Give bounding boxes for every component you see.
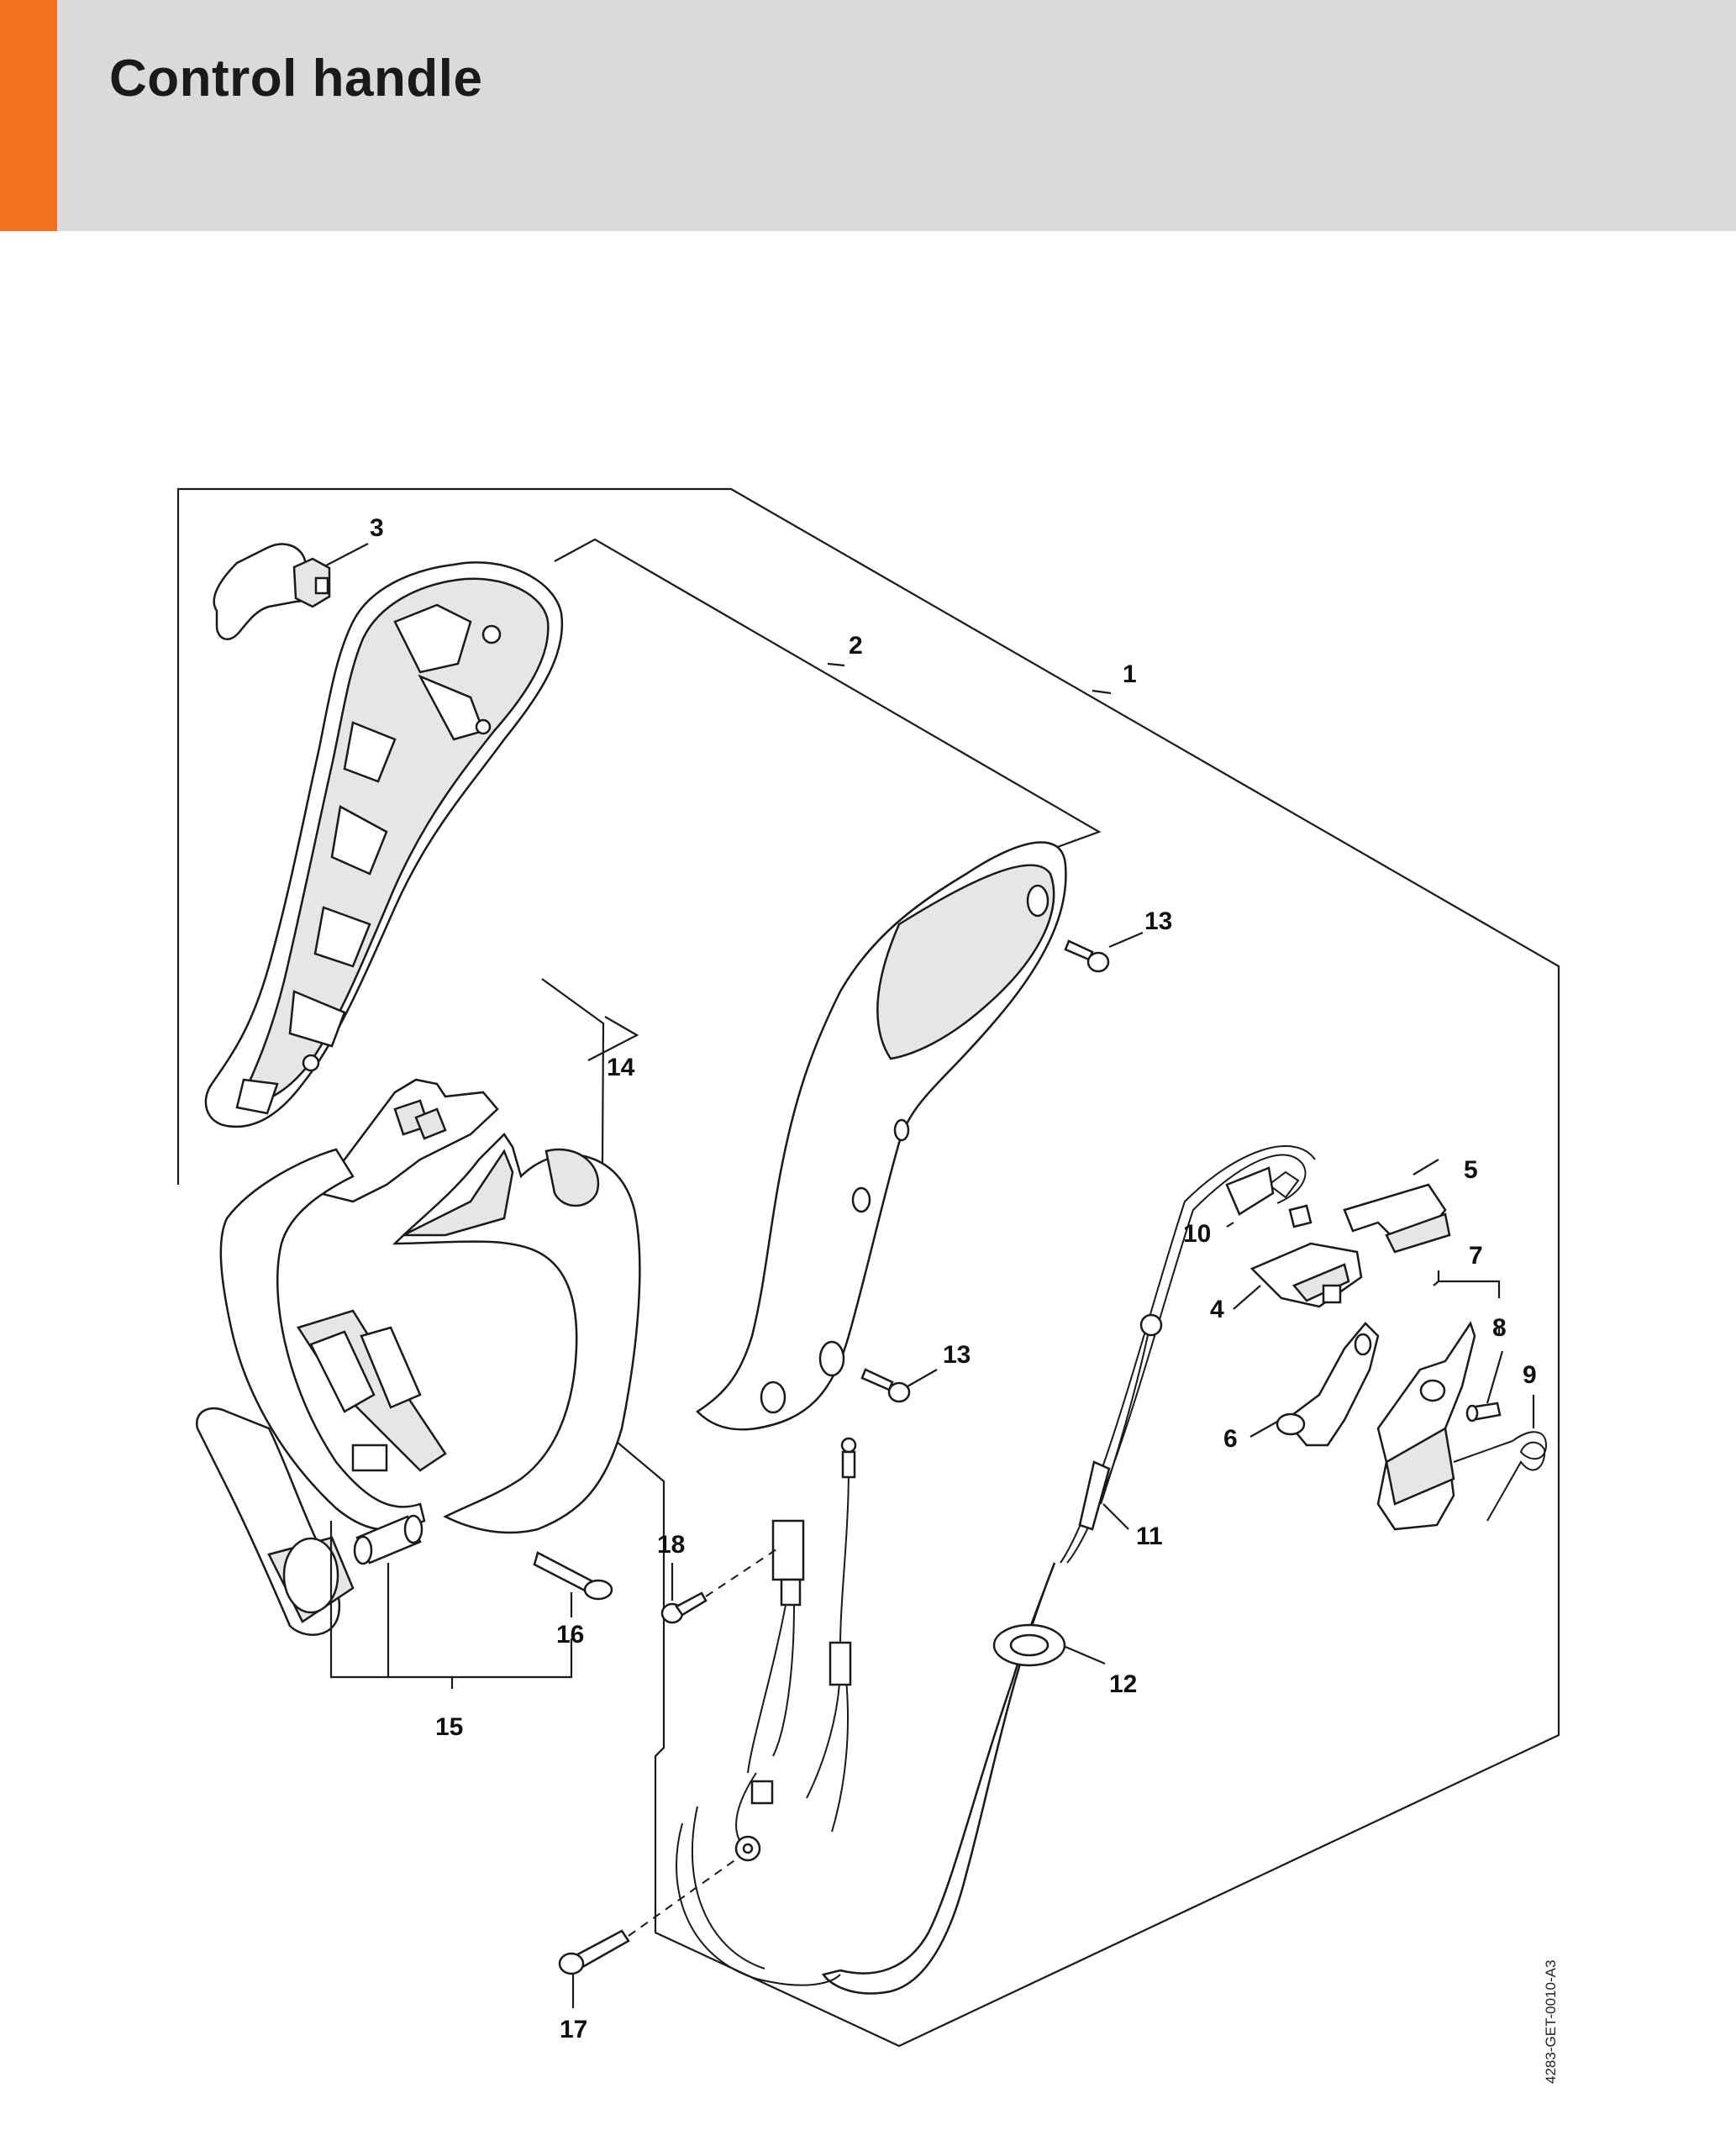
callout-1: 1	[1123, 660, 1137, 688]
part-18-screw	[660, 1591, 708, 1624]
part-15-trigger	[195, 1407, 355, 1636]
part-2-handle-shell-right	[696, 841, 1067, 1431]
callout-14: 14	[607, 1054, 635, 1081]
part-7-trigger	[1376, 1321, 1476, 1531]
document-id: 4283-GET-0010-A3	[1543, 1959, 1559, 2084]
assembly-frame-2	[554, 538, 1102, 863]
assembly-line-17	[628, 1856, 740, 1937]
assembly-line-18	[705, 1545, 782, 1597]
callout-6: 6	[1223, 1425, 1238, 1453]
part-4-switch	[1249, 1242, 1363, 1308]
callout-7: 7	[1469, 1242, 1483, 1270]
callout-17: 17	[560, 2016, 587, 2043]
part-cable-plug	[829, 1437, 857, 1686]
part-ring-terminal	[734, 1780, 774, 1862]
callout-2: 2	[849, 632, 863, 660]
part-3-lever	[213, 543, 331, 641]
part-1-handle-shell-left	[204, 561, 564, 1128]
part-13-screw-upper	[1064, 939, 1110, 973]
callout-8: 8	[1492, 1314, 1507, 1342]
callout-13-lower: 13	[943, 1341, 971, 1369]
part-15-housing	[219, 1148, 447, 1531]
part-9-spring	[1453, 1431, 1548, 1522]
part-15-sleeve	[353, 1514, 423, 1565]
callout-5: 5	[1464, 1156, 1478, 1184]
part-6-lever	[1276, 1322, 1380, 1447]
part-14-lock-lever	[317, 1078, 499, 1203]
callout-9: 9	[1523, 1361, 1537, 1389]
header-band: Control handle	[0, 0, 1736, 231]
callout-16: 16	[556, 1621, 584, 1649]
accent-bar	[0, 0, 57, 231]
bowden-cable	[676, 1806, 841, 1986]
part-17-screw	[558, 1929, 630, 1975]
part-16-screw	[533, 1551, 613, 1601]
part-switch-connector	[771, 1519, 805, 1607]
callout-12: 12	[1109, 1670, 1137, 1698]
callout-3: 3	[370, 514, 384, 542]
part-8-pin	[1465, 1402, 1502, 1423]
part-14-cover	[392, 1133, 641, 1534]
part-13-screw-lower	[860, 1368, 911, 1403]
page-title: Control handle	[109, 50, 483, 108]
callout-15: 15	[435, 1713, 463, 1741]
callout-18: 18	[657, 1531, 685, 1559]
part-10-bracket	[1225, 1166, 1313, 1228]
callout-13-upper: 13	[1144, 907, 1172, 935]
part-12-conduit	[821, 1562, 1066, 1995]
leader-lines	[325, 543, 1535, 2008]
part-11-cable-ball	[1078, 1313, 1163, 1531]
callout-10: 10	[1183, 1220, 1211, 1248]
callout-11: 11	[1136, 1523, 1163, 1550]
callout-4: 4	[1210, 1296, 1224, 1323]
part-5-clip	[1343, 1183, 1451, 1254]
